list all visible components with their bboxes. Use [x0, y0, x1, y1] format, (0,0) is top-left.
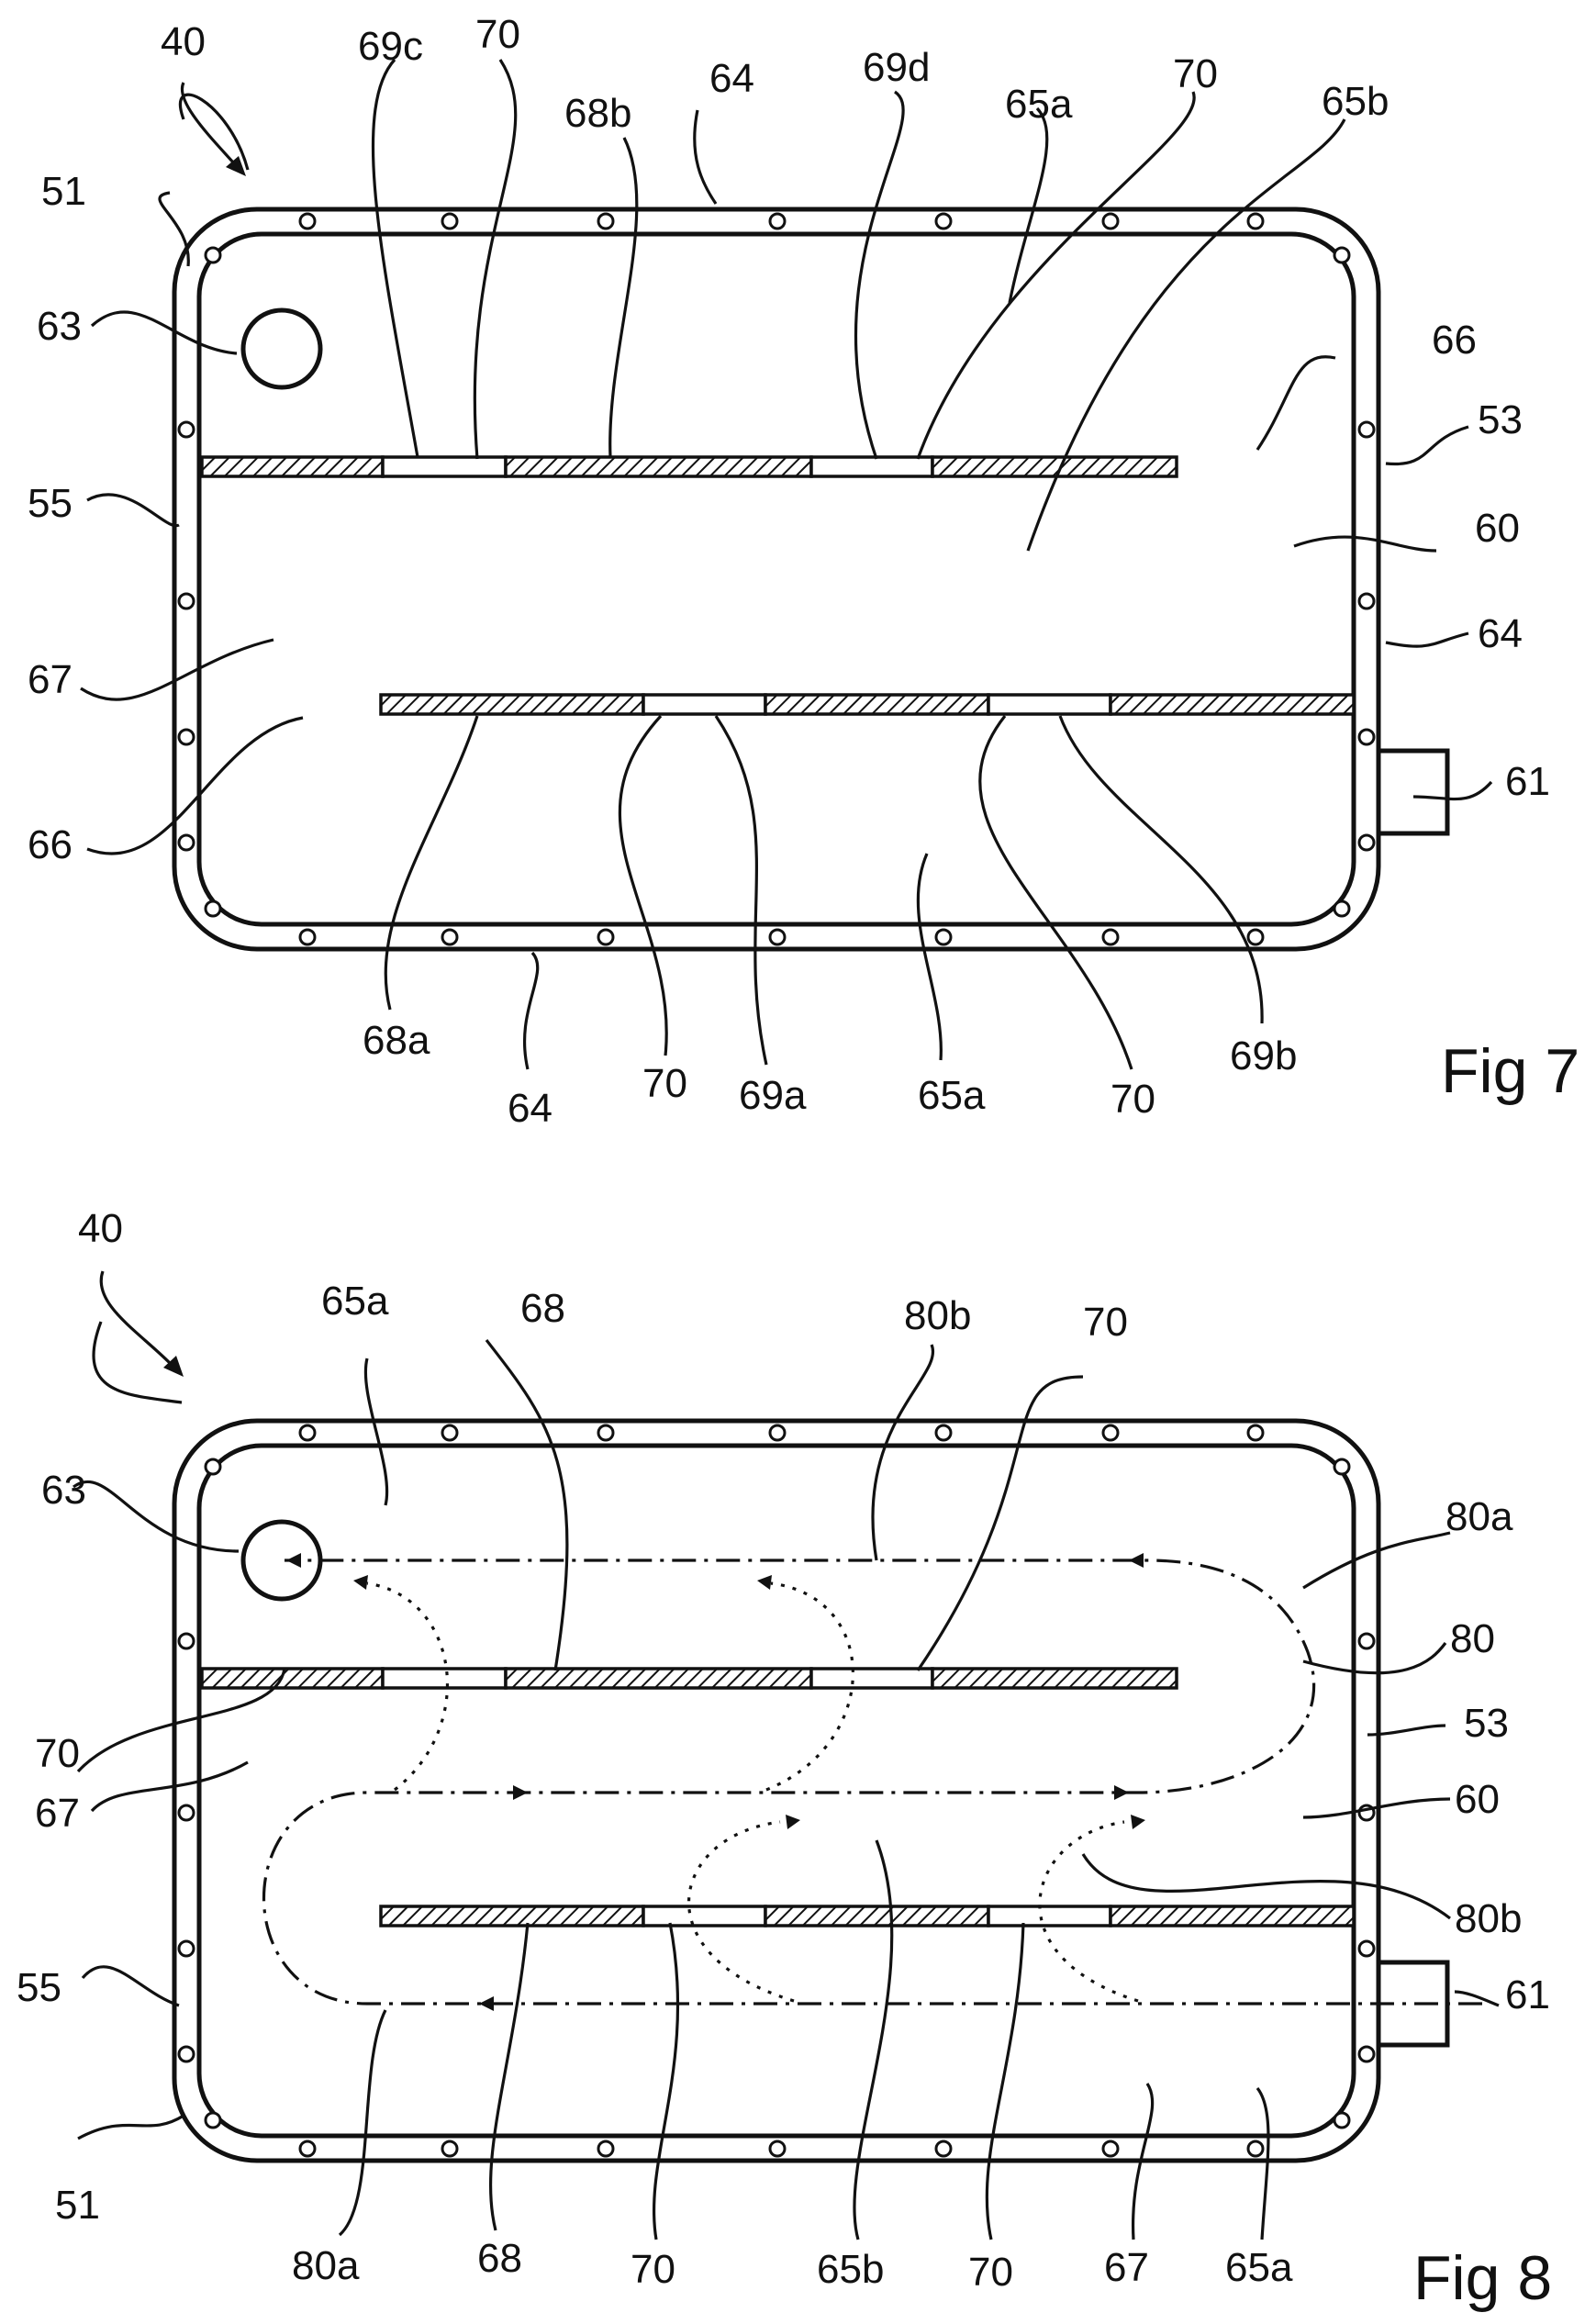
label-70: 70 — [631, 2247, 675, 2292]
flow-arrow — [286, 1553, 301, 1568]
label-68a: 68a — [363, 1018, 430, 1063]
figure-8-title: Fig 8 — [1413, 2243, 1552, 2313]
label-65a: 65a — [918, 1073, 986, 1118]
label-70: 70 — [642, 1061, 687, 1106]
lower-baffle-68a — [379, 693, 1356, 716]
inlet-pipe-61 — [1376, 748, 1450, 836]
reference-labels-fig7: 40 51 63 55 67 66 69c 70 68b 64 69d 65a … — [28, 12, 1579, 1131]
bolt-holes — [177, 212, 1376, 946]
label-70: 70 — [475, 12, 520, 57]
label-64: 64 — [1478, 611, 1523, 656]
label-40: 40 — [78, 1206, 123, 1251]
outlet-pipe-63 — [240, 307, 323, 390]
housing-outer-wall — [172, 207, 1381, 952]
reference-labels-fig8: 40 65a 68 80b 70 63 80a 80 70 67 53 60 8… — [17, 1206, 1552, 2313]
label-80: 80 — [1450, 1616, 1495, 1661]
label-68: 68 — [477, 2236, 522, 2281]
label-70: 70 — [1111, 1077, 1155, 1122]
flow-arrow — [1129, 1553, 1144, 1568]
label-68: 68 — [520, 1286, 565, 1331]
label-61: 61 — [1505, 759, 1550, 804]
label-68b: 68b — [564, 91, 631, 136]
lower-baffle-68 — [379, 1905, 1356, 1927]
label-67: 67 — [28, 657, 73, 702]
main-flow-path-80a — [262, 1553, 1482, 2011]
bolt-holes — [177, 1424, 1376, 2158]
label-40: 40 — [161, 19, 206, 64]
upper-baffle-68b — [200, 455, 1178, 478]
label-65a: 65a — [321, 1279, 389, 1324]
label-64: 64 — [709, 56, 754, 101]
figure-8: 40 65a 68 80b 70 63 80a 80 70 67 53 60 8… — [17, 1206, 1552, 2313]
label-67: 67 — [35, 1791, 80, 1836]
label-69a: 69a — [739, 1073, 807, 1118]
leader-lines-fig8 — [73, 1321, 1500, 2240]
label-63: 63 — [37, 304, 82, 349]
label-65b: 65b — [817, 2247, 884, 2292]
label-80b: 80b — [904, 1293, 971, 1338]
label-66: 66 — [28, 822, 73, 867]
pointer-arrow-40 — [180, 82, 236, 165]
label-80a: 80a — [1445, 1494, 1513, 1539]
label-70: 70 — [968, 2250, 1013, 2295]
flow-arrow — [1114, 1785, 1129, 1800]
upper-baffle-68 — [200, 1667, 1178, 1690]
label-80b: 80b — [1455, 1896, 1522, 1941]
flow-arrow — [479, 1996, 494, 2011]
label-55: 55 — [17, 1965, 61, 2010]
leader-lines-fig7 — [80, 58, 1493, 1070]
pointer-arrow-40 — [99, 1270, 172, 1365]
figure-7-title: Fig 7 — [1441, 1036, 1579, 1106]
label-51: 51 — [55, 2183, 100, 2228]
label-65a: 65a — [1005, 82, 1073, 127]
label-69d: 69d — [863, 45, 930, 90]
label-70: 70 — [35, 1731, 80, 1776]
label-80a: 80a — [292, 2243, 360, 2288]
label-70: 70 — [1083, 1300, 1128, 1345]
housing-outer-wall — [172, 1418, 1381, 2163]
label-55: 55 — [28, 481, 73, 526]
label-53: 53 — [1464, 1701, 1509, 1746]
label-65b: 65b — [1322, 79, 1389, 124]
label-53: 53 — [1478, 397, 1523, 442]
label-60: 60 — [1455, 1777, 1500, 1822]
label-67: 67 — [1104, 2245, 1149, 2290]
housing-inner-wall — [196, 1443, 1356, 2139]
label-66: 66 — [1432, 318, 1477, 363]
figure-7: 40 51 63 55 67 66 69c 70 68b 64 69d 65a … — [28, 12, 1579, 1131]
label-63: 63 — [41, 1468, 86, 1513]
label-65a: 65a — [1225, 2245, 1293, 2290]
label-64: 64 — [508, 1086, 552, 1131]
housing-inner-wall — [196, 231, 1356, 927]
label-69c: 69c — [358, 24, 423, 69]
branch-flows-80b — [353, 1575, 1145, 2003]
label-60: 60 — [1475, 506, 1520, 551]
flow-arrow — [513, 1785, 528, 1800]
label-61: 61 — [1505, 1972, 1550, 2017]
label-51: 51 — [41, 169, 86, 214]
label-69b: 69b — [1230, 1034, 1297, 1078]
label-70: 70 — [1173, 51, 1218, 96]
